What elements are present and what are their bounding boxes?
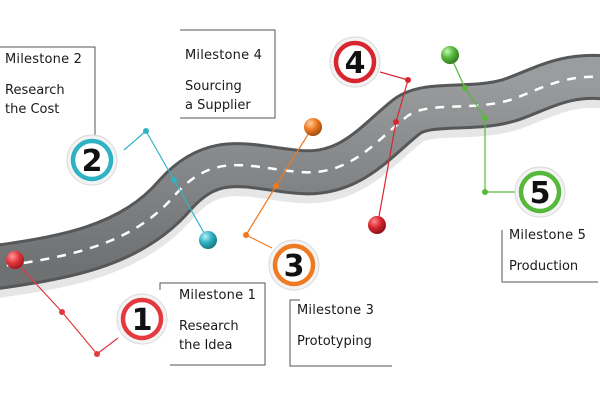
milestone-5-title: Milestone 5 bbox=[509, 228, 587, 243]
pin-dot-1 bbox=[59, 309, 65, 315]
road bbox=[0, 53, 600, 298]
label-brackets bbox=[0, 29, 598, 367]
pin-line-3 bbox=[275, 127, 313, 187]
pin-dot-4b bbox=[393, 119, 399, 125]
bracket-milestone-4 bbox=[180, 29, 276, 119]
pin-dot-3 bbox=[273, 183, 279, 189]
pin-line-4c bbox=[377, 121, 397, 223]
bracket-milestone-5 bbox=[501, 230, 598, 283]
milestone-1-title: Milestone 1 bbox=[179, 288, 257, 303]
pin-ball-1 bbox=[6, 251, 24, 269]
milestone-3-description: Prototyping bbox=[297, 334, 372, 349]
pin-line-1c bbox=[96, 337, 119, 355]
milestone-5-description: Production bbox=[509, 259, 579, 274]
pin-ball-4 bbox=[368, 216, 386, 234]
pin-line-4b bbox=[395, 79, 409, 123]
pin-line-1 bbox=[15, 261, 63, 313]
milestone-1-description: Research the Idea bbox=[179, 319, 239, 353]
pin-ball-5 bbox=[441, 46, 459, 64]
label-milestone-5: Milestone 5 Production bbox=[509, 226, 586, 276]
milestone-2-description: Research the Cost bbox=[5, 83, 65, 117]
pin-line-2 bbox=[123, 130, 147, 151]
badge-number-3: 3 bbox=[284, 249, 305, 284]
bracket-milestone-1 bbox=[159, 282, 266, 366]
label-milestone-3: Milestone 3 Prototyping bbox=[297, 301, 374, 351]
pin-line-1b bbox=[61, 311, 98, 355]
bracket-milestone-2 bbox=[0, 46, 96, 150]
pin-ball-3 bbox=[304, 118, 322, 136]
pin-line-2b bbox=[145, 130, 175, 181]
pin-dot-1b bbox=[94, 351, 100, 357]
badge-number-4: 4 bbox=[345, 46, 366, 81]
milestone-3-title: Milestone 3 bbox=[297, 303, 375, 318]
badge-milestone-3: 3 bbox=[268, 239, 320, 291]
bracket-milestone-3 bbox=[289, 299, 392, 367]
pin-dot-2b bbox=[171, 177, 177, 183]
label-milestone-1: Milestone 1 Research the Idea bbox=[179, 286, 256, 355]
pin-dot-5b bbox=[482, 115, 488, 121]
pin-line-3b bbox=[245, 185, 277, 236]
milestone-4-description: Sourcing a Supplier bbox=[185, 79, 251, 113]
label-milestone-2: Milestone 2 Research the Cost bbox=[5, 50, 82, 119]
pin-dot-2 bbox=[143, 128, 149, 134]
badge-milestone-2: 2 bbox=[66, 134, 118, 186]
pin-line-4 bbox=[379, 71, 409, 81]
badge-milestone-1: 1 bbox=[116, 293, 168, 345]
badge-milestone-4: 4 bbox=[329, 36, 381, 88]
pin-line-5b bbox=[464, 87, 486, 119]
pin-line-2c bbox=[173, 179, 208, 239]
pin-dot-4 bbox=[405, 77, 411, 83]
pin-dot-3b bbox=[243, 232, 249, 238]
pin-dot-5 bbox=[462, 85, 468, 91]
pins bbox=[6, 46, 517, 357]
milestone-4-title: Milestone 4 bbox=[185, 48, 263, 63]
badge-number-1: 1 bbox=[132, 303, 153, 338]
label-milestone-4: Milestone 4 Sourcing a Supplier bbox=[185, 46, 262, 115]
milestone-2-title: Milestone 2 bbox=[5, 52, 83, 67]
lane-marking bbox=[0, 75, 600, 268]
badge-milestone-5: 5 bbox=[514, 166, 566, 218]
pin-ball-2 bbox=[199, 231, 217, 249]
pin-dot-5c bbox=[482, 189, 488, 195]
pin-line-3c bbox=[245, 234, 273, 249]
badge-number-2: 2 bbox=[82, 144, 103, 179]
badge-number-5: 5 bbox=[530, 176, 551, 211]
